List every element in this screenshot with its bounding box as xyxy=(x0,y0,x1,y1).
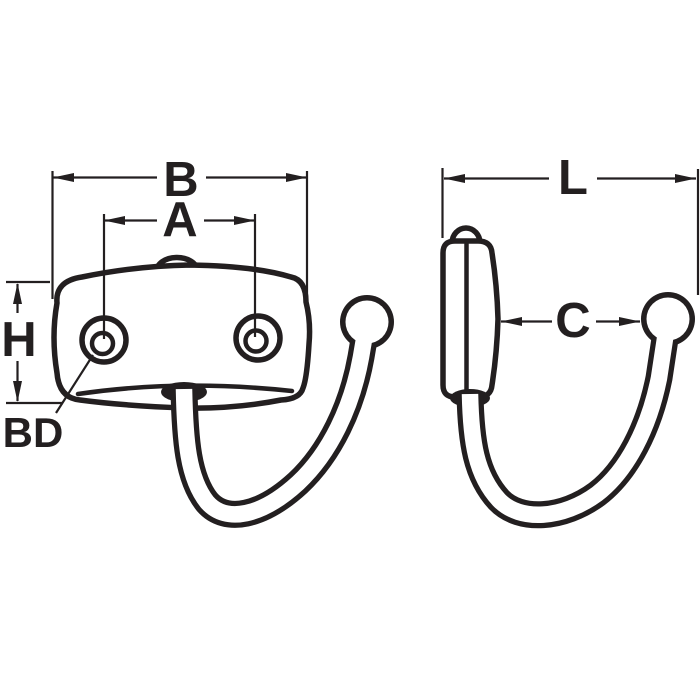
dimension-a: A xyxy=(102,193,257,339)
arrowhead-left-icon xyxy=(104,216,125,225)
dimension-l-label: L xyxy=(558,151,588,205)
dimension-l: L xyxy=(441,151,700,295)
arrowhead-left-icon xyxy=(53,173,74,182)
side-view xyxy=(440,225,695,529)
dimension-h: H xyxy=(1,280,63,405)
front-hook-tube xyxy=(175,320,376,523)
arrowhead-right-icon xyxy=(286,173,307,182)
arrowhead-left-icon xyxy=(501,317,522,326)
screw-hole-right-outer xyxy=(233,313,283,363)
side-hook-tube-outline xyxy=(456,316,682,529)
arrowhead-left-icon xyxy=(444,174,465,183)
dimensions: B A H BD xyxy=(1,151,700,456)
front-view xyxy=(51,254,394,528)
arrowhead-down-icon xyxy=(13,381,22,402)
side-hook-tube xyxy=(461,317,677,524)
arrowhead-right-icon xyxy=(675,174,696,183)
front-hook-ball xyxy=(345,300,389,344)
dimension-bd: BD xyxy=(3,354,94,456)
dimension-h-label: H xyxy=(1,313,36,367)
dimension-bd-leader-line xyxy=(55,354,94,414)
dimension-c: C xyxy=(501,294,640,348)
arrowhead-up-icon xyxy=(13,283,22,304)
front-mounting-plate xyxy=(51,262,313,411)
dimension-c-label: C xyxy=(555,294,590,348)
arrowhead-right-icon xyxy=(619,317,640,326)
screw-hole-left-inner xyxy=(89,330,116,357)
dimension-b: B xyxy=(51,153,309,306)
dimension-b-label: B xyxy=(163,153,198,207)
side-mounting-plate xyxy=(440,238,501,400)
dimension-bd-label: BD xyxy=(3,409,64,456)
dimension-a-label: A xyxy=(162,193,197,247)
arrowhead-right-icon xyxy=(234,216,255,225)
side-hook-ball xyxy=(646,297,690,341)
